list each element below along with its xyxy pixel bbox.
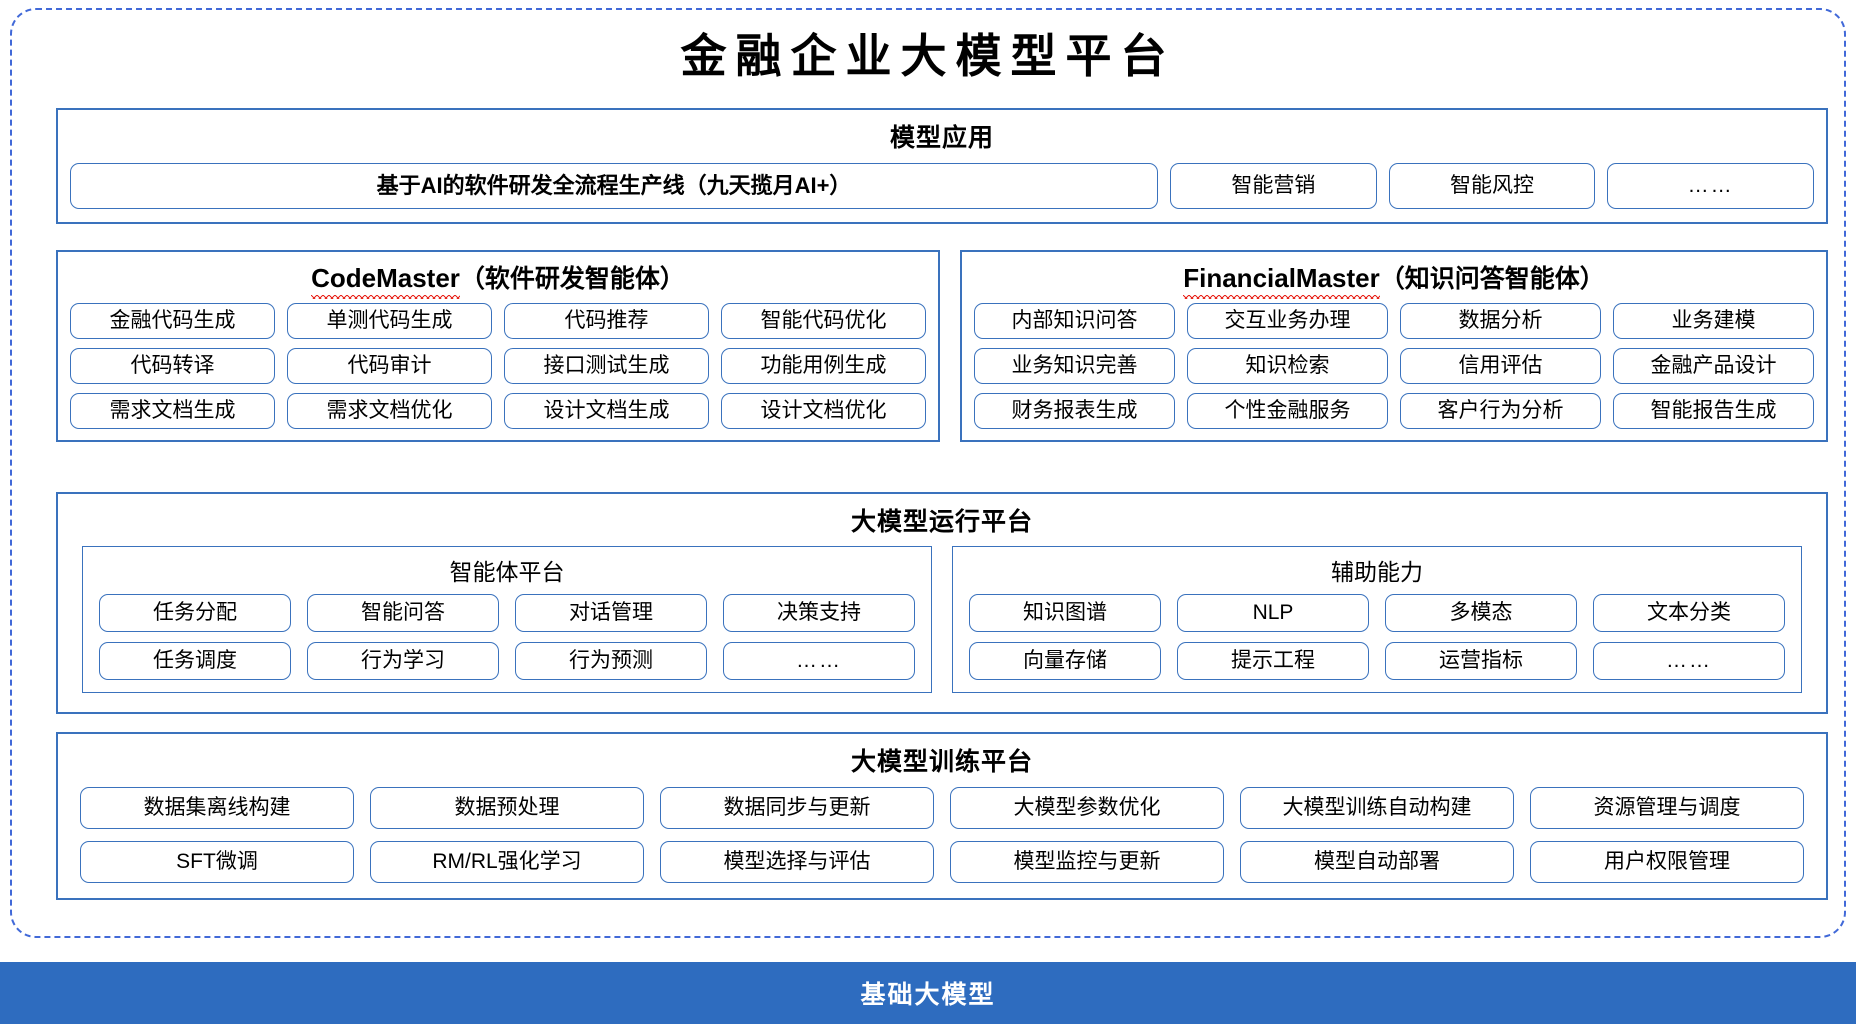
section-title-runtime-platform: 大模型运行平台	[850, 508, 1033, 536]
code-master-chip[interactable]: 接口测试生成	[504, 348, 709, 384]
financial-master-capability-grid: 内部知识问答 交互业务办理 数据分析 业务建模 业务知识完善 知识检索 信用评估…	[974, 303, 1814, 429]
financial-master-chip[interactable]: 业务知识完善	[974, 348, 1175, 384]
agent-platform-chip[interactable]: 任务分配	[99, 594, 291, 632]
outer-dashed-frame	[10, 8, 1846, 938]
financial-master-latin-name: FinancialMaster	[1183, 263, 1380, 299]
financial-master-cn-name: （知识问答智能体）	[1379, 265, 1605, 293]
app-chip-risk[interactable]: 智能风控	[1388, 163, 1596, 209]
model-application-items: 基于AI的软件研发全流程生产线（九天揽月AI+） 智能营销 智能风控 ……	[70, 163, 1815, 209]
section-runtime-platform: 大模型运行平台 智能体平台 任务分配 智能问答 对话管理 决策支持 任务调度 行…	[56, 492, 1828, 714]
section-financial-master: FinancialMaster（知识问答智能体） 内部知识问答 交互业务办理 数…	[960, 250, 1828, 442]
financial-master-chip[interactable]: 知识检索	[1187, 348, 1388, 384]
financial-master-chip[interactable]: 客户行为分析	[1400, 393, 1601, 429]
training-platform-grid: 数据集离线构建 数据预处理 数据同步与更新 大模型参数优化 大模型训练自动构建 …	[80, 787, 1804, 883]
financial-master-chip[interactable]: 内部知识问答	[974, 303, 1175, 339]
agent-platform-chip[interactable]: 决策支持	[723, 594, 915, 632]
code-master-chip[interactable]: 单测代码生成	[287, 303, 492, 339]
training-platform-chip[interactable]: 数据同步与更新	[660, 787, 934, 829]
training-platform-chip[interactable]: 模型监控与更新	[950, 841, 1224, 883]
training-platform-chip[interactable]: SFT微调	[80, 841, 354, 883]
app-chip-primary[interactable]: 基于AI的软件研发全流程生产线（九天揽月AI+）	[70, 163, 1158, 209]
training-platform-chip[interactable]: 模型选择与评估	[660, 841, 934, 883]
financial-master-chip[interactable]: 个性金融服务	[1187, 393, 1388, 429]
code-master-capability-grid: 金融代码生成 单测代码生成 代码推荐 智能代码优化 代码转译 代码审计 接口测试…	[70, 303, 926, 429]
auxiliary-capability-chip[interactable]: 多模态	[1385, 594, 1577, 632]
code-master-chip[interactable]: 功能用例生成	[721, 348, 926, 384]
code-master-cn-name: （软件研发智能体）	[459, 265, 685, 293]
section-title-model-application: 模型应用	[889, 124, 994, 152]
training-platform-chip[interactable]: RM/RL强化学习	[370, 841, 644, 883]
agent-platform-chip[interactable]: 行为学习	[307, 642, 499, 680]
financial-master-chip[interactable]: 交互业务办理	[1187, 303, 1388, 339]
training-platform-chip[interactable]: 大模型训练自动构建	[1240, 787, 1514, 829]
training-platform-chip[interactable]: 数据预处理	[370, 787, 644, 829]
code-master-chip[interactable]: 智能代码优化	[721, 303, 926, 339]
financial-master-chip[interactable]: 智能报告生成	[1613, 393, 1814, 429]
auxiliary-capability-chip[interactable]: 文本分类	[1593, 594, 1785, 632]
subsection-title-auxiliary-capability: 辅助能力	[1331, 559, 1423, 585]
training-platform-chip[interactable]: 模型自动部署	[1240, 841, 1514, 883]
agent-platform-chip-more[interactable]: ……	[723, 642, 915, 680]
code-master-chip[interactable]: 代码转译	[70, 348, 275, 384]
code-master-chip[interactable]: 金融代码生成	[70, 303, 275, 339]
training-platform-chip[interactable]: 资源管理与调度	[1530, 787, 1804, 829]
financial-master-chip[interactable]: 财务报表生成	[974, 393, 1175, 429]
financial-master-chip[interactable]: 信用评估	[1400, 348, 1601, 384]
foundation-model-bar: 基础大模型	[0, 962, 1856, 1024]
app-chip-more[interactable]: ……	[1607, 163, 1815, 209]
code-master-chip[interactable]: 设计文档生成	[504, 393, 709, 429]
agent-platform-chip[interactable]: 任务调度	[99, 642, 291, 680]
auxiliary-capability-chip[interactable]: 知识图谱	[969, 594, 1161, 632]
code-master-latin-name: CodeMaster	[311, 263, 460, 299]
section-title-code-master: CodeMaster（软件研发智能体）	[58, 259, 938, 299]
training-platform-chip[interactable]: 用户权限管理	[1530, 841, 1804, 883]
foundation-model-label: 基础大模型	[860, 981, 996, 1009]
subsection-auxiliary-capability: 辅助能力 知识图谱 NLP 多模态 文本分类 向量存储 提示工程 运营指标 ……	[952, 546, 1802, 693]
app-chip-marketing[interactable]: 智能营销	[1170, 163, 1377, 209]
runtime-platform-columns: 智能体平台 任务分配 智能问答 对话管理 决策支持 任务调度 行为学习 行为预测…	[82, 546, 1802, 693]
code-master-chip[interactable]: 需求文档优化	[287, 393, 492, 429]
agent-platform-grid: 任务分配 智能问答 对话管理 决策支持 任务调度 行为学习 行为预测 ……	[99, 594, 915, 680]
auxiliary-capability-grid: 知识图谱 NLP 多模态 文本分类 向量存储 提示工程 运营指标 ……	[969, 594, 1785, 680]
agent-platform-chip[interactable]: 行为预测	[515, 642, 707, 680]
section-title-training-platform: 大模型训练平台	[850, 748, 1033, 776]
auxiliary-capability-chip[interactable]: NLP	[1177, 594, 1369, 632]
financial-master-chip[interactable]: 数据分析	[1400, 303, 1601, 339]
auxiliary-capability-chip-more[interactable]: ……	[1593, 642, 1785, 680]
section-training-platform: 大模型训练平台 数据集离线构建 数据预处理 数据同步与更新 大模型参数优化 大模…	[56, 732, 1828, 900]
auxiliary-capability-chip[interactable]: 运营指标	[1385, 642, 1577, 680]
code-master-chip[interactable]: 代码推荐	[504, 303, 709, 339]
training-platform-chip[interactable]: 数据集离线构建	[80, 787, 354, 829]
section-title-financial-master: FinancialMaster（知识问答智能体）	[962, 259, 1826, 299]
auxiliary-capability-chip[interactable]: 提示工程	[1177, 642, 1369, 680]
page-title: 金融企业大模型平台	[680, 29, 1176, 83]
financial-master-chip[interactable]: 业务建模	[1613, 303, 1814, 339]
agent-platform-chip[interactable]: 智能问答	[307, 594, 499, 632]
code-master-chip[interactable]: 需求文档生成	[70, 393, 275, 429]
financial-master-chip[interactable]: 金融产品设计	[1613, 348, 1814, 384]
section-code-master: CodeMaster（软件研发智能体） 金融代码生成 单测代码生成 代码推荐 智…	[56, 250, 940, 442]
training-platform-chip[interactable]: 大模型参数优化	[950, 787, 1224, 829]
subsection-title-agent-platform: 智能体平台	[449, 559, 565, 585]
auxiliary-capability-chip[interactable]: 向量存储	[969, 642, 1161, 680]
section-model-application: 模型应用 基于AI的软件研发全流程生产线（九天揽月AI+） 智能营销 智能风控 …	[56, 108, 1828, 224]
agent-platform-chip[interactable]: 对话管理	[515, 594, 707, 632]
code-master-chip[interactable]: 代码审计	[287, 348, 492, 384]
subsection-agent-platform: 智能体平台 任务分配 智能问答 对话管理 决策支持 任务调度 行为学习 行为预测…	[82, 546, 932, 693]
code-master-chip[interactable]: 设计文档优化	[721, 393, 926, 429]
